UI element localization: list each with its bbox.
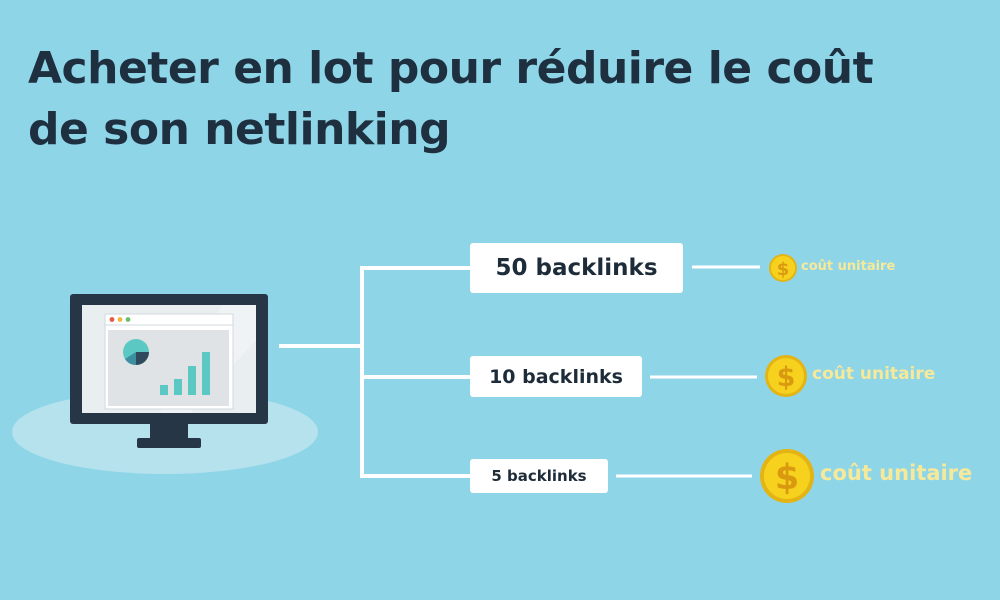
bar-chart-icon [160,352,210,395]
svg-text:$: $ [775,458,799,498]
lot-5-backlinks: 5 backlinks [470,459,608,493]
pie-chart-icon [123,339,149,366]
monitor-icon [70,294,268,448]
connector-lines [279,266,470,478]
unit-cost-label: coût unitaire [820,461,973,485]
dollar-coin-icon: $ [760,449,814,503]
lot-10-backlinks: 10 backlinks [470,356,642,397]
unit-cost-label: coût unitaire [801,259,896,274]
page-title: Acheter en lot pour réduire le coût de s… [28,43,874,155]
dollar-coin-icon: $ [765,355,807,397]
svg-text:$: $ [777,259,790,280]
dollar-coin-icon: $ [769,254,797,282]
cost-lines [616,265,760,478]
unit-cost-label: coût unitaire [812,364,936,384]
svg-text:$: $ [777,362,796,393]
lot-50-backlinks: 50 backlinks [470,243,683,293]
